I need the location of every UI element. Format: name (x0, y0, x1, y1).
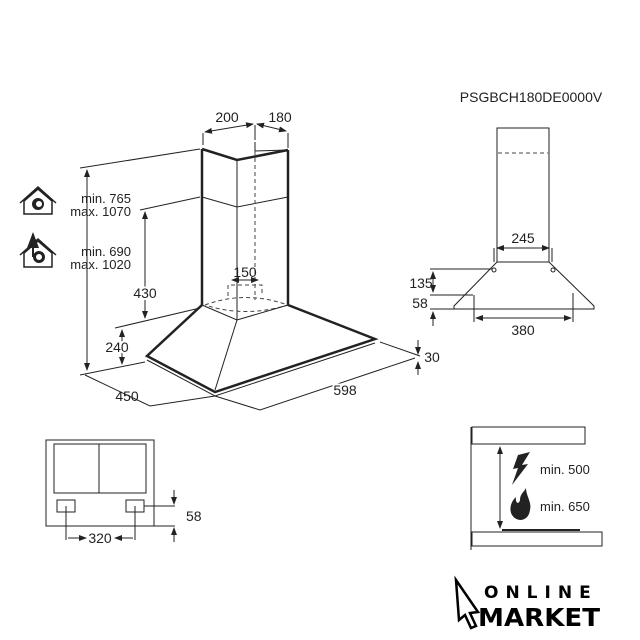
logo-line2: MARKET (478, 603, 600, 632)
recirculation-max: max. 1020 (70, 257, 131, 272)
bottom-view: 320 58 (45, 439, 202, 546)
dim-lower-offset: 58 (412, 295, 428, 311)
dim-hood-width: 598 (333, 382, 357, 398)
dim-hole-offset: 58 (186, 508, 202, 524)
recirculation-house-icon (19, 232, 57, 268)
online-market-logo: ONLINE MARKET (454, 575, 600, 632)
dim-edge-thickness: 30 (424, 349, 440, 365)
dim-canopy-height: 240 (105, 339, 129, 355)
dim-hole-spacing: 320 (88, 530, 112, 546)
chimney-edges (201, 142, 289, 320)
flame-icon (510, 488, 531, 520)
logo-line1: ONLINE (484, 583, 598, 603)
dim-bracket-width: 245 (511, 230, 535, 246)
outlet-hidden (204, 284, 290, 312)
dim-hood-depth: 450 (115, 388, 139, 404)
main-hood-view: 200 180 430 240 450 598 30 150 min. 765 … (19, 109, 440, 411)
dim-chimney-width: 200 (215, 109, 239, 125)
dim-outlet: 150 (233, 264, 257, 280)
clearance-electric: min. 500 (540, 462, 590, 477)
extraction-max: max. 1070 (70, 204, 131, 219)
clearance-gas: min. 650 (540, 499, 590, 514)
extraction-min: min. 765 (81, 191, 131, 206)
dim-bracket-height: 135 (409, 275, 433, 291)
cursor-icon (454, 575, 481, 630)
model-code: PSGBCH180DE0000V (460, 89, 603, 105)
canopy-outline (144, 303, 379, 394)
chimney-outline (200, 147, 290, 305)
recirculation-min: min. 690 (81, 244, 131, 259)
dim-mount-width: 380 (511, 322, 535, 338)
dim-upper-height: 430 (133, 285, 157, 301)
side-view: PSGBCH180DE0000V 245 135 58 380 (409, 89, 603, 338)
lightning-icon (512, 452, 530, 485)
extraction-house-icon (19, 185, 57, 215)
clearance-view: min. 500 min. 650 (470, 426, 603, 550)
dim-chimney-depth: 180 (268, 109, 292, 125)
